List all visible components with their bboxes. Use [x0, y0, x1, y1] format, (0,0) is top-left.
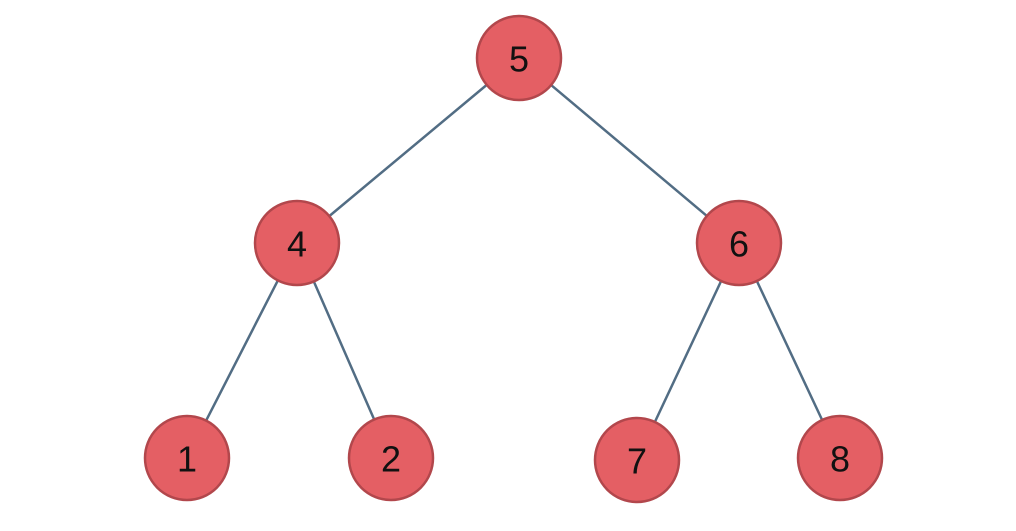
- node-label: 6: [729, 224, 749, 265]
- node-circle: [593, 416, 681, 504]
- tree-node-1: 1: [143, 414, 231, 502]
- tree-node-4: 4: [253, 199, 341, 287]
- edge-n4-n1: [204, 279, 280, 422]
- node-circle: [347, 414, 435, 502]
- node-label: 5: [509, 39, 529, 80]
- node-circle: [695, 199, 783, 287]
- node-label: 7: [627, 441, 647, 482]
- edge-n6-n8: [755, 279, 824, 422]
- tree-node-2: 2: [347, 414, 435, 502]
- node-circle: [143, 414, 231, 502]
- node-label: 4: [287, 224, 307, 265]
- edge-n4-n2: [312, 280, 376, 421]
- edge-n6-n7: [653, 279, 723, 424]
- edge-layer: [204, 83, 824, 424]
- node-layer: 5 4 6 1 2 7 8: [143, 14, 884, 504]
- tree-node-8: 8: [796, 414, 884, 502]
- tree-node-5: 5: [475, 14, 563, 102]
- node-circle: [253, 199, 341, 287]
- node-label: 8: [830, 439, 850, 480]
- node-label: 2: [381, 439, 401, 480]
- edge-n5-n4: [328, 83, 488, 218]
- node-label: 1: [177, 439, 197, 480]
- edge-n5-n6: [549, 83, 709, 218]
- tree-node-7: 7: [593, 416, 681, 504]
- node-circle: [475, 14, 563, 102]
- tree-node-6: 6: [695, 199, 783, 287]
- node-circle: [796, 414, 884, 502]
